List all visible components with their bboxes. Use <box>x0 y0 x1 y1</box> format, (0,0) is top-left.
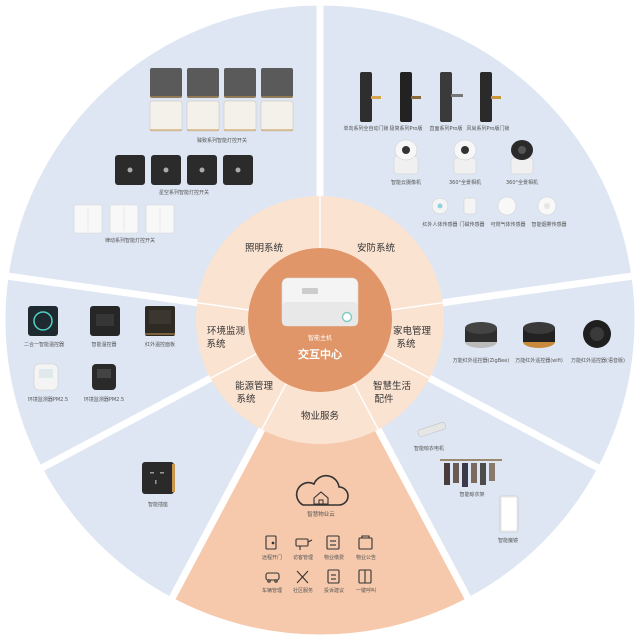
door-open-icon <box>265 535 277 550</box>
interaction-center-title: 交互中心 <box>298 347 342 361</box>
ring-label-appliance-1: 家电管理 <box>393 325 432 337</box>
ring-separator-7 <box>197 302 249 311</box>
remote-caption-2: 万能红外遥控器(wifi) <box>515 357 563 364</box>
feedback-icon <box>327 569 340 584</box>
lvdong-switch-caption: 律动系列智能灯控开关 <box>105 237 155 244</box>
ring-label-energy-2: 系统 <box>236 393 256 405</box>
camera-caption-2: 360°全景相机 <box>449 179 481 186</box>
ring-label-appliance-2: 系统 <box>396 338 416 350</box>
lvdong-switch-row <box>73 204 175 234</box>
smart-life-caption-2: 智能晾衣架 <box>459 491 484 498</box>
service-label-7: 投诉建议 <box>324 587 344 594</box>
ring-label-property: 物业服务 <box>301 410 340 422</box>
env-caption-5: 环境监测器PM2.5 <box>84 396 124 403</box>
smart-life-sector-products: 智能晾衣电机 智能晾衣架 智能魔镜 <box>414 422 519 544</box>
smart-host-device <box>281 277 359 327</box>
remote-caption-3: 万能红外遥控器(语音版) <box>571 357 625 364</box>
property-sector-content: 智慧物业云 远程开门 访客管理 物业缴费 物业公告 车辆管理 社区服务 投诉建议… <box>262 474 376 594</box>
service-label-5: 车辆管理 <box>262 587 282 594</box>
ring-separator-2 <box>391 302 443 311</box>
security-sector-products: 单向系列全自动门锁 极简系列Pro版 直面系列Pro版 风尚系列Pro版门锁 智… <box>343 72 567 228</box>
drying-motor <box>417 422 446 437</box>
ring-label-smart-life-2: 配件 <box>374 393 394 405</box>
sensor-caption-2: 门磁传感器 <box>459 221 484 228</box>
visitor-camera-icon <box>295 538 313 550</box>
energy-sector-products: 智能插座 <box>142 462 175 508</box>
env-caption-2: 智能温控器 <box>91 341 116 348</box>
ring-separator-3 <box>383 353 430 379</box>
camera-row <box>393 139 534 175</box>
camera-caption-1: 智能云摄像机 <box>391 179 421 186</box>
ir-remote-row <box>465 320 611 348</box>
lighting-sector-products: 臻致系列智能灯控开关 星空系列智能灯控开关 律动系列智能灯控开关 <box>73 68 294 244</box>
zhenzhi-switch-row <box>149 68 294 132</box>
sector-property <box>165 312 475 641</box>
service-label-4: 物业公告 <box>356 554 376 561</box>
service-label-1: 远程开门 <box>262 554 282 561</box>
lock-caption-1: 单向系列全自动门锁 <box>343 125 388 132</box>
door-lock-row <box>360 72 501 122</box>
sensor-caption-3: 可燃气体传感器 <box>490 221 525 228</box>
smart-life-caption-1: 智能晾衣电机 <box>414 445 444 452</box>
car-icon <box>265 572 280 583</box>
service-label-3: 物业缴费 <box>324 554 344 561</box>
service-label-2: 访客管理 <box>293 554 313 561</box>
ring-label-environment-2: 系统 <box>206 338 226 350</box>
sensor-caption-1: 红外人体传感器 <box>422 221 457 228</box>
lock-caption-3: 直面系列Pro版 <box>430 125 463 132</box>
env-caption-4: 环境监测器PM2.5 <box>28 396 68 403</box>
tools-icon <box>296 570 309 584</box>
camera-caption-3: 360°全景相机 <box>506 179 538 186</box>
energy-caption: 智能插座 <box>148 501 168 508</box>
ring-separator-5 <box>261 383 287 430</box>
ring-label-environment-1: 环境监测 <box>207 325 245 337</box>
xingkong-switch-row <box>115 155 253 185</box>
ring-label-smart-life-1: 智慧生活 <box>373 380 412 392</box>
thermostat-row <box>28 306 175 336</box>
cloud-icon <box>295 474 349 506</box>
ring-separator-6 <box>210 353 257 379</box>
service-label-6: 社区服务 <box>293 587 313 594</box>
smart-host-label: 智能主机 <box>308 334 332 342</box>
zhenzhi-switch-caption: 臻致系列智能灯控开关 <box>197 137 247 144</box>
cloud-label: 智慧物业云 <box>307 510 335 518</box>
sensor-row <box>431 196 557 216</box>
ring-separators <box>197 196 443 430</box>
sensor-caption-4: 智能烟雾传感器 <box>531 221 566 228</box>
env-caption-3: 红外温控面板 <box>145 341 175 348</box>
xingkong-switch-caption: 星空系列智能灯控开关 <box>159 189 209 196</box>
lock-caption-4: 风尚系列Pro版门锁 <box>467 125 510 132</box>
env-caption-1: 二合一智能温控器 <box>24 341 64 348</box>
payment-icon <box>326 535 340 550</box>
appliance-sector-products: 万能红外遥控器(ZigBee) 万能红外遥控器(wifi) 万能红外遥控器(语音… <box>453 320 625 364</box>
drying-rack <box>440 459 502 487</box>
ring-label-lighting: 照明系统 <box>245 242 284 254</box>
environment-sector-products: 二合一智能温控器 智能温控器 红外温控面板 环境监测器PM2.5 环境监测器PM… <box>24 306 175 403</box>
lock-caption-2: 极简系列Pro版 <box>390 125 423 132</box>
ring-label-energy-1: 能源管理 <box>235 380 274 392</box>
smart-socket <box>142 462 175 494</box>
smart-mirror <box>499 495 519 533</box>
air-monitor-row <box>33 363 116 391</box>
service-icons-row-1 <box>265 535 373 550</box>
service-icons-row-2 <box>265 569 372 584</box>
service-label-8: 一键呼叫 <box>356 587 376 594</box>
call-icon <box>358 569 372 584</box>
notice-icon <box>358 535 373 550</box>
remote-caption-1: 万能红外遥控器(ZigBee) <box>453 357 510 364</box>
ring-label-security: 安防系统 <box>357 242 396 254</box>
smart-life-caption-3: 智能魔镜 <box>498 537 518 544</box>
ring-separator-4 <box>353 383 379 430</box>
